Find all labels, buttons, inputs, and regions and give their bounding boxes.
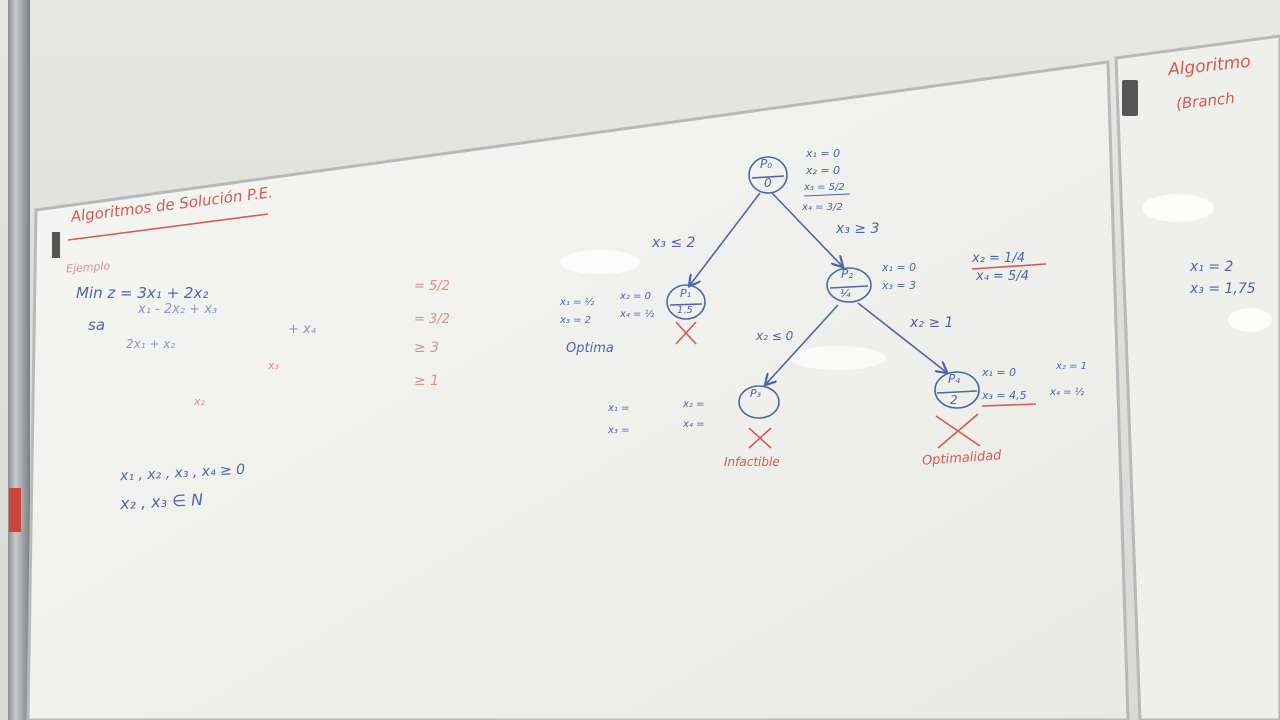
constraint-4-lhs: x₃ bbox=[268, 359, 279, 372]
p2-side-2: x₄ = 5/4 bbox=[976, 269, 1029, 284]
st-label: sa bbox=[88, 316, 106, 334]
edge-p0-p2 bbox=[771, 192, 842, 266]
p3-var-a2: x₃ = bbox=[608, 425, 630, 436]
p1-label-optima: Optima bbox=[566, 341, 614, 356]
p0-underline bbox=[803, 193, 851, 197]
edge-p2-p4 bbox=[857, 302, 946, 372]
glare bbox=[1142, 194, 1214, 222]
constraint-5-lhs: x₂ bbox=[194, 395, 205, 408]
branch-p4-label: x₂ ≥ 1 bbox=[910, 315, 954, 331]
p4-var-1: x₁ = 0 bbox=[982, 366, 1017, 379]
node-p3 bbox=[738, 385, 780, 419]
glare bbox=[1228, 308, 1272, 332]
right-var-1: x₁ = 2 bbox=[1190, 259, 1234, 275]
edge-p0-p1 bbox=[690, 192, 761, 285]
p3-name: P₃ bbox=[750, 387, 762, 400]
p1-value: 1.5 bbox=[677, 305, 693, 316]
p4-side-1: x₂ = 1 bbox=[1056, 361, 1088, 372]
p3-var-a1: x₁ = bbox=[608, 403, 630, 414]
eraser-holder bbox=[1122, 80, 1138, 116]
p1-var-b1: x₂ = 0 bbox=[620, 291, 652, 302]
p4-side-2: x₄ = ½ bbox=[1050, 387, 1085, 398]
node-p0-divider bbox=[751, 175, 785, 179]
p0-var-2: x₂ = 0 bbox=[806, 164, 841, 177]
p0-var-3: x₃ = 5/2 bbox=[804, 182, 845, 193]
constraint-2-rhs: = 3/2 bbox=[414, 312, 450, 327]
board-main-panel bbox=[26, 60, 1130, 720]
p3-var-b2: x₄ = bbox=[683, 419, 705, 430]
constraint-1-lhs: x₁ - 2x₂ + x₃ bbox=[138, 302, 218, 317]
integer-constraint: x₂ , x₃ ∈ N bbox=[119, 489, 204, 514]
node-p2-divider bbox=[829, 285, 869, 289]
p4-var-2: x₃ = 4,5 bbox=[982, 389, 1027, 402]
title-underline bbox=[67, 213, 269, 241]
p2-name: P₂ bbox=[841, 267, 854, 281]
cross-p4 bbox=[937, 413, 979, 449]
node-p0 bbox=[748, 156, 788, 194]
p1-name: P₁ bbox=[680, 287, 692, 300]
p2-side-underline bbox=[971, 263, 1047, 270]
board-clip bbox=[52, 232, 60, 258]
node-p4 bbox=[934, 371, 980, 409]
branch-p3-label: x₂ ≤ 0 bbox=[756, 329, 794, 343]
objective-function: Min z = 3x₁ + 2x₂ bbox=[76, 284, 209, 302]
p3-label-infactible: Infactible bbox=[724, 455, 780, 469]
node-p4-divider bbox=[936, 390, 978, 394]
node-p1 bbox=[666, 284, 706, 320]
glare bbox=[790, 346, 886, 370]
constraint-5-rhs: ≥ 1 bbox=[414, 373, 440, 389]
board-subtitle: Ejemplo bbox=[65, 259, 111, 276]
metal-pole bbox=[8, 0, 30, 720]
p2-var-2: x₃ = 3 bbox=[882, 279, 917, 292]
p1-var-a2: x₃ = 2 bbox=[560, 315, 592, 326]
constraint-3-lhs: 2x₁ + x₂ bbox=[126, 337, 176, 351]
p0-var-1: x₁ = 0 bbox=[806, 147, 841, 160]
p3-var-b1: x₂ = bbox=[683, 399, 705, 410]
p2-side-1: x₂ = 1/4 bbox=[972, 251, 1025, 266]
red-tape bbox=[9, 488, 21, 532]
p2-var-1: x₁ = 0 bbox=[882, 261, 917, 274]
constraint-2-lhs: + x₄ bbox=[288, 322, 316, 337]
edge-p2-p3 bbox=[766, 304, 839, 384]
p0-var-4: x₄ = 3/2 bbox=[802, 202, 843, 213]
constraint-1-rhs: = 5/2 bbox=[414, 279, 450, 294]
p1-var-a1: x₁ = ½ bbox=[560, 297, 595, 308]
p4-underline bbox=[981, 403, 1037, 407]
board-right-panel bbox=[1114, 34, 1280, 720]
node-p2 bbox=[826, 267, 872, 303]
p0-value: 0 bbox=[764, 176, 772, 190]
p4-name: P₄ bbox=[948, 372, 961, 386]
p1-var-b2: x₄ = ½ bbox=[620, 309, 655, 320]
cross-p1 bbox=[675, 321, 697, 345]
cross-p3 bbox=[748, 427, 772, 449]
node-p1-divider bbox=[669, 303, 703, 306]
glare bbox=[560, 250, 640, 274]
constraint-4-rhs: ≥ 3 bbox=[414, 340, 440, 356]
right-var-2: x₃ = 1,75 bbox=[1190, 281, 1256, 297]
p4-value: 2 bbox=[950, 393, 958, 407]
p2-value: ¼ bbox=[840, 287, 851, 300]
branch-right-label: x₃ ≥ 3 bbox=[836, 221, 880, 237]
branch-left-label: x₃ ≤ 2 bbox=[652, 235, 696, 251]
p0-name: P₀ bbox=[760, 157, 773, 171]
